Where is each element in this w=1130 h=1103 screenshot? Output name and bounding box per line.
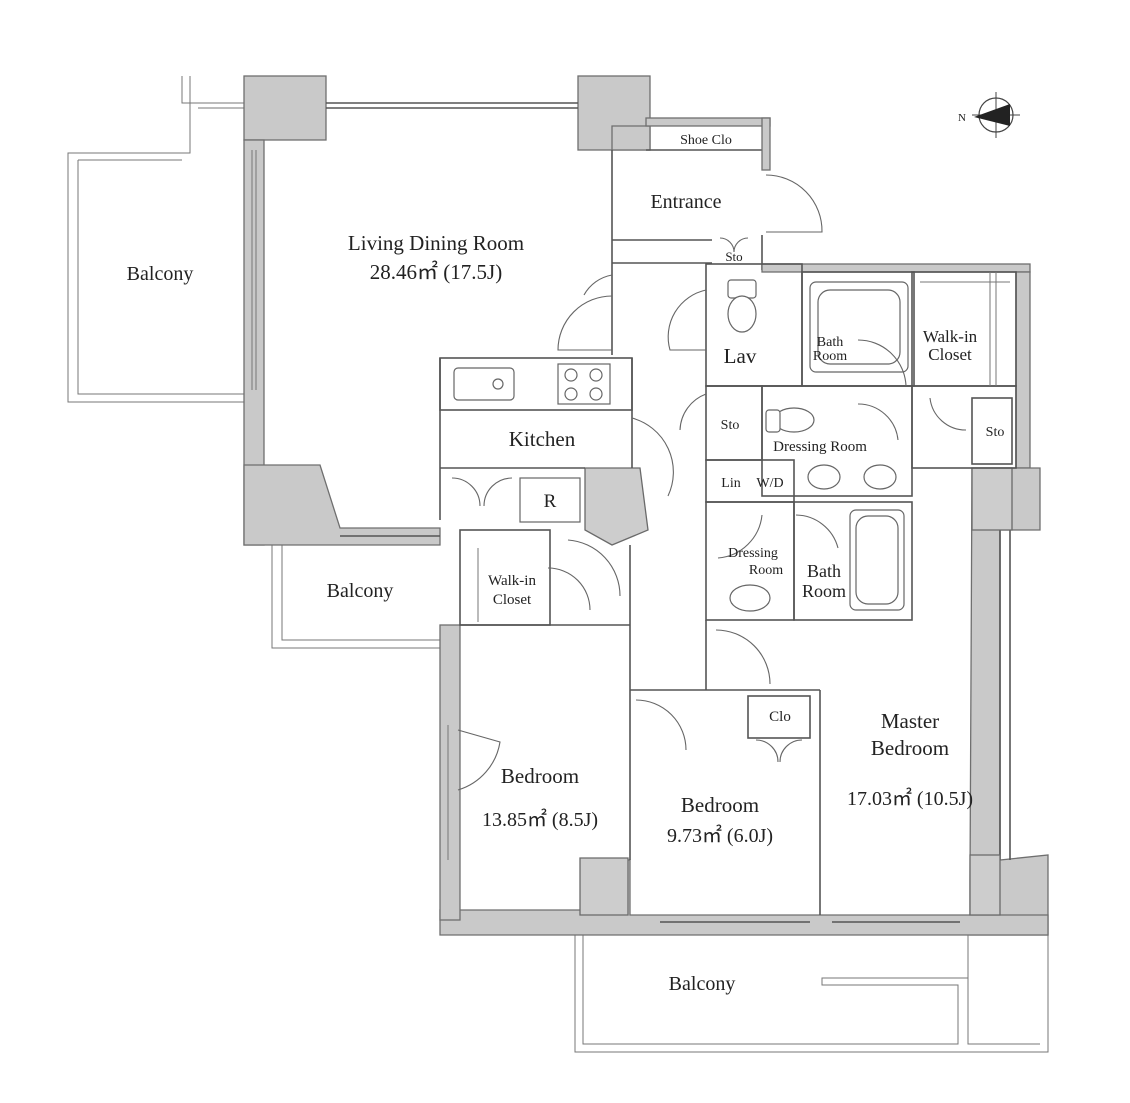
bedroom-center-area: 9.73㎡ (6.0J): [667, 823, 773, 847]
kitchen-sink: [453, 367, 515, 401]
bathtub-icon-2: [849, 509, 905, 611]
balcony-middle-outline: [271, 545, 440, 649]
bedroom-left-name: Bedroom: [501, 764, 579, 788]
washbasin-icon: [729, 464, 897, 612]
toilet-icon-2: [765, 407, 815, 433]
dressing-room-lower-line1: Dressing: [728, 546, 778, 561]
balcony-left-outline: [67, 76, 248, 403]
lav-label: Lav: [724, 344, 757, 368]
stove-icon: [557, 363, 611, 405]
bedroom-center-name: Bedroom: [681, 793, 759, 817]
bath-room-top: Bath Room: [813, 335, 847, 364]
balcony-bottom-label: Balcony: [669, 973, 736, 995]
refrigerator-label: R: [544, 491, 557, 512]
bath-room-top-line2: Room: [813, 349, 847, 364]
compass-north-label: N: [958, 112, 966, 124]
storage-right-label: Sto: [986, 425, 1005, 440]
linen-label: Lin: [721, 476, 740, 491]
storage-mid-label: Sto: [721, 418, 740, 433]
closet-center-label: Clo: [769, 709, 791, 725]
bath-room-lower-line2: Room: [802, 581, 846, 601]
bath-room-lower: Bath Room: [802, 561, 846, 601]
master-bedroom: Master Bedroom 17.03㎡ (10.5J): [847, 709, 973, 810]
balcony-bottom-outline: [574, 935, 1049, 1053]
bedroom-left-area: 13.85㎡ (8.5J): [482, 807, 598, 831]
master-bedroom-area: 17.03㎡ (10.5J): [847, 786, 973, 810]
balcony-middle-label: Balcony: [327, 580, 394, 602]
walk-in-closet-lower-line2: Closet: [493, 592, 532, 608]
bedroom-center: Bedroom 9.73㎡ (6.0J): [667, 793, 773, 847]
door-swings: [451, 174, 967, 791]
dressing-room-lower: Dressing Room: [728, 546, 783, 578]
living-dining-room-name: Living Dining Room: [348, 231, 524, 255]
walk-in-closet-top-line1: Walk-in: [923, 327, 978, 346]
interior-walls: [439, 263, 1017, 915]
walk-in-closet-lower: Walk-in Closet: [488, 573, 536, 608]
walk-in-closet-top: Walk-in Closet: [923, 327, 978, 364]
bath-room-lower-line1: Bath: [807, 561, 841, 581]
master-bedroom-line2: Bedroom: [871, 736, 949, 760]
entrance-label: Entrance: [650, 191, 721, 213]
walk-in-closet-top-line2: Closet: [928, 345, 972, 364]
balcony-left-label: Balcony: [127, 263, 194, 285]
compass-icon: N: [958, 92, 1020, 138]
walk-in-closet-lower-line1: Walk-in: [488, 573, 536, 589]
living-dining-room: Living Dining Room 28.46㎡ (17.5J): [348, 231, 524, 284]
dressing-room-lower-line2: Room: [749, 563, 783, 578]
bath-room-top-line1: Bath: [817, 335, 843, 350]
storage-entrance-label: Sto: [725, 249, 742, 264]
wardrobe-lines: [477, 272, 1010, 622]
washer-dryer-label: W/D: [756, 476, 783, 491]
kitchen-label: Kitchen: [509, 427, 576, 451]
toilet-icon: [727, 279, 757, 333]
master-bedroom-line1: Master: [881, 709, 939, 733]
dressing-room-top-label: Dressing Room: [773, 439, 867, 455]
exterior-walls: [243, 75, 1049, 936]
living-dining-room-area: 28.46㎡ (17.5J): [370, 260, 502, 284]
bedroom-left: Bedroom 13.85㎡ (8.5J): [482, 764, 598, 831]
shoe-closet-label: Shoe Clo: [680, 133, 732, 148]
